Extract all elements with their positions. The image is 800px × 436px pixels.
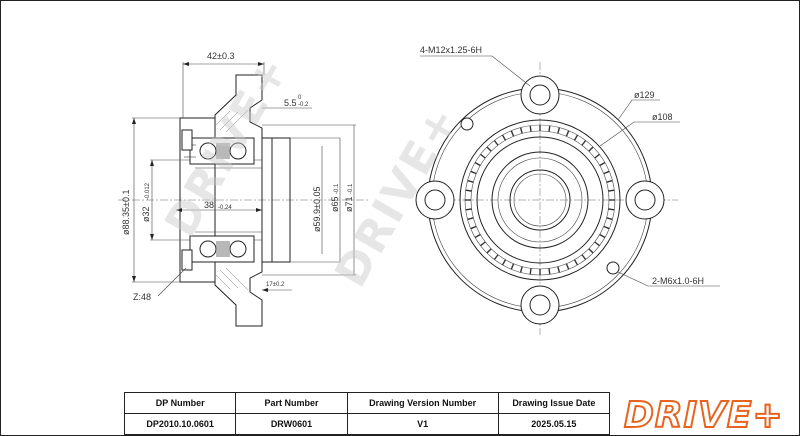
dim-offset: 17±0.2 (266, 282, 285, 288)
tone-ring-tooth (470, 225, 477, 230)
tone-ring-tooth (470, 170, 477, 175)
tone-ring-tooth (565, 130, 570, 137)
tone-ring-tooth (510, 130, 515, 137)
tone-ring-tooth (581, 254, 587, 260)
dim-pilot: ø59.9±0.05 (312, 187, 322, 232)
dim-hub-tol: -0.1 (334, 183, 340, 194)
dim-flange: 5.5 (284, 98, 297, 108)
label-screw-holes: 2-M6x1.0-6H (652, 276, 704, 286)
dim-flange-tol-bot: -0.2 (298, 102, 309, 108)
dim-width: 42±0.3 (207, 51, 234, 61)
value-issue-date: 2025.05.15 (497, 413, 611, 435)
value-part-number: DRW0601 (235, 413, 348, 435)
teeth-count: Z:48 (133, 292, 151, 302)
tone-ring-tooth (606, 217, 613, 221)
label-dia-108: ø108 (652, 112, 673, 122)
tone-ring-tooth (608, 189, 615, 192)
tone-ring-tooth (594, 241, 600, 247)
tone-ring-tooth (599, 233, 606, 239)
tone-ring-tooth (467, 179, 474, 183)
dim-bore-outer: ø88.35±0.1 (121, 190, 131, 235)
tone-ring-tooth (501, 259, 507, 266)
tone-ring-tooth (467, 217, 474, 221)
bolt-lugs (415, 75, 665, 325)
dim-bearing-width-tol: -0.24 (218, 205, 232, 211)
tone-ring-tooth (557, 127, 561, 134)
tone-ring-tooth (603, 170, 610, 175)
tone-ring-tooth (465, 208, 472, 211)
dim-hub: ø65 (330, 196, 340, 212)
title-block-value-row: DP2010.10.0601 DRW0601 V1 2025.05.15 (123, 413, 611, 435)
tone-ring-tooth (608, 208, 615, 211)
header-drawing-version: Drawing Version Number (346, 392, 499, 414)
section-view: 42±0.3 5.5 0 -0.2 ø88.35±0.1 ø32 -0.012 … (118, 51, 370, 327)
tone-ring-tooth (465, 189, 472, 192)
tone-ring-tooth (519, 266, 523, 273)
tone-ring-tooth (474, 233, 481, 239)
title-block-header-row: DP Number Part Number Drawing Version Nu… (123, 392, 611, 414)
header-dp-number: DP Number (123, 392, 237, 414)
label-bolt-holes: 4-M12x1.25-6H (420, 45, 482, 55)
tone-ring-tooth (486, 248, 492, 254)
tone-ring-tooth (588, 146, 594, 152)
dim-bearing-width: 38 (204, 200, 214, 210)
tone-ring-tooth (501, 134, 507, 141)
dim-flange-tol-top: 0 (298, 95, 302, 101)
tone-ring-tooth (519, 127, 523, 134)
header-part-number: Part Number (235, 392, 348, 414)
tone-ring-tooth (594, 153, 600, 159)
tone-ring-tooth (493, 140, 499, 146)
tone-ring-tooth (599, 161, 606, 167)
value-dp-number: DP2010.10.0601 (123, 413, 237, 435)
value-drawing-version: V1 (346, 413, 499, 435)
tone-ring-tooth (474, 161, 481, 167)
watermark-left: DRIVE+ (155, 47, 299, 246)
dim-bore-inner-tol: -0.012 (145, 182, 151, 200)
tone-ring-tooth (603, 225, 610, 230)
tone-ring-tooth (510, 263, 515, 270)
tone-ring-tooth (486, 146, 492, 152)
tone-ring-tooth (548, 125, 551, 132)
tone-ring-tooth (581, 140, 587, 146)
dim-bore-inner: ø32 (141, 206, 151, 222)
tone-ring-tooth (548, 268, 551, 275)
tone-ring-tooth (606, 179, 613, 183)
tone-ring-tooth (588, 248, 594, 254)
tone-ring-tooth (493, 254, 499, 260)
tone-ring-tooth (573, 134, 579, 141)
drive-logo: DRIVE+ (623, 394, 784, 432)
tone-ring-tooth (557, 266, 561, 273)
tone-ring-tooth (565, 263, 570, 270)
title-block: DP Number Part Number Drawing Version Nu… (123, 392, 611, 435)
header-issue-date: Drawing Issue Date (497, 392, 611, 414)
dim-flange-dia-tol: -0.1 (348, 183, 354, 194)
dim-flange-dia: ø71 (344, 196, 354, 212)
tone-ring-tooth (529, 268, 532, 275)
label-dia-129: ø129 (634, 90, 655, 100)
tone-ring-tooth (573, 259, 579, 266)
tone-ring-tooth (529, 125, 532, 132)
tone-ring-tooth (480, 241, 486, 247)
tone-ring-tooth (480, 153, 486, 159)
tone-ring (465, 125, 615, 275)
logo-text: DRIVE+ (624, 395, 784, 432)
front-view: 4-M12x1.25-6H ø129 ø108 2-M6x1.0-6H (415, 45, 720, 335)
